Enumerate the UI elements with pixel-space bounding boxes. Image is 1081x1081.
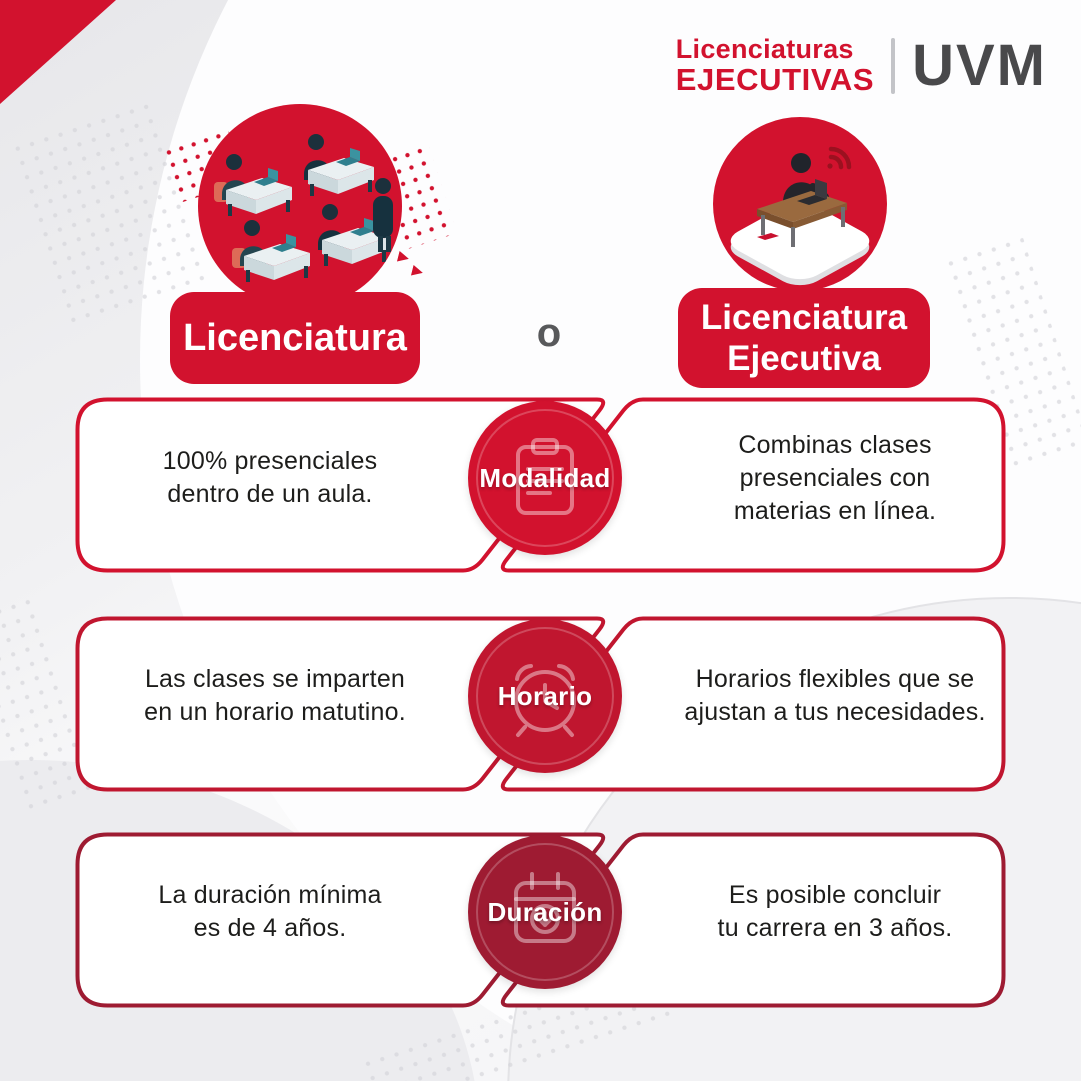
inner-ring [476, 843, 614, 981]
comparison-row-duracion [75, 832, 1006, 1008]
title-badge-licenciatura-ejecutiva: Licenciatura Ejecutiva [678, 288, 930, 388]
row-shape [75, 616, 1006, 792]
brand-line1: Licenciaturas [675, 34, 854, 64]
brand-line2: EJECUTIVAS [675, 61, 875, 97]
alarm-clock-icon [514, 664, 576, 737]
row-shape [75, 397, 1006, 573]
inner-ring [476, 627, 614, 765]
standing-person [373, 178, 393, 252]
online-learning-illustration-circle [713, 117, 887, 291]
classroom-illustration-circle [198, 104, 402, 308]
comparison-row-horario [75, 616, 1006, 792]
horario-circle: Horario [468, 619, 622, 773]
category-label: Horario [497, 680, 593, 711]
red-book [757, 233, 779, 240]
calendar-icon [514, 872, 576, 943]
modalidad-circle: Modalidad [468, 401, 622, 555]
category-label: Duración [487, 896, 603, 927]
comparison-row-modalidad [75, 397, 1006, 573]
online-learning-illustration [730, 146, 870, 286]
title-badge-licenciatura: Licenciatura [170, 292, 420, 384]
classroom-illustration [214, 134, 393, 282]
corner-accent [0, 0, 116, 104]
modalidad-left-text: 100% presenciales dentro de un aula. [162, 447, 378, 508]
logo-divider [891, 37, 896, 94]
category-label: Modalidad [479, 462, 611, 493]
duracion-circle: Duración [468, 835, 622, 989]
clipboard-icon [516, 438, 574, 515]
laptop-screen [815, 179, 827, 199]
horario-left-text: Las clases se imparten en un horario mat… [144, 665, 406, 726]
duracion-left-text: La duración mínima es de 4 años. [158, 881, 382, 942]
inner-ring [476, 409, 614, 547]
separator-o: o [536, 311, 562, 355]
duracion-right-text: Es posible concluir tu carrera en 3 años… [717, 881, 953, 942]
uvm-logo: UVM [912, 32, 1047, 98]
horario-right-text: Horarios flexibles que se ajustan a tus … [684, 665, 986, 726]
brand-wordmark: Licenciaturas EJECUTIVAS [675, 34, 875, 97]
modalidad-right-text: Combinas clases presenciales con materia… [733, 431, 937, 525]
wifi-icon [827, 146, 852, 170]
row-shape [75, 832, 1006, 1008]
laptop-base [797, 195, 827, 205]
brand-logo: Licenciaturas EJECUTIVAS UVM [675, 32, 1047, 98]
